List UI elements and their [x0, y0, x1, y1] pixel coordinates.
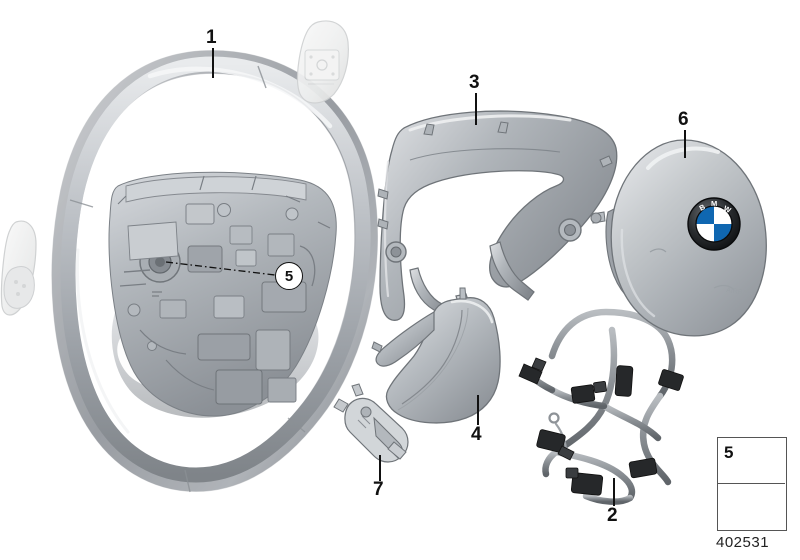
wiring-harness-connectors: [518, 357, 684, 496]
ghost-paddle-shifter-right: [297, 20, 349, 104]
callout-1: 1: [206, 27, 217, 48]
callout-3-leader: [475, 93, 477, 125]
svg-text:M: M: [711, 199, 717, 208]
svg-text:B: B: [698, 202, 708, 213]
callout-6-leader: [684, 130, 686, 158]
steering-wheel-armature: [108, 171, 337, 417]
callout-7-leader: [379, 455, 381, 481]
part-wiring-harness: [524, 308, 676, 505]
callout-6: 6: [678, 109, 689, 130]
callout-4-leader: [477, 395, 479, 425]
diagram-id-label: 402531: [716, 534, 770, 551]
legend-divider: [717, 483, 785, 484]
legend-box: [717, 437, 787, 531]
part-connector-module: [333, 383, 409, 463]
legend-bolt-number: 5: [724, 443, 734, 462]
circled-callout-5: 5: [275, 262, 303, 290]
callout-3: 3: [469, 72, 480, 93]
callout-2: 2: [607, 505, 618, 526]
callout-7: 7: [373, 479, 384, 500]
part-airbag-module: AIRBAG B M W: [590, 139, 767, 337]
part-steering-wheel: [51, 50, 378, 493]
ghost-paddle-shifter-left: [0, 220, 37, 316]
callout-1-leader: [212, 48, 214, 78]
callout-4: 4: [471, 424, 482, 445]
bmw-roundel-emblem: B M W: [687, 197, 741, 251]
part-lower-trim-cover: [371, 287, 501, 424]
callout-2-leader: [613, 478, 615, 506]
svg-text:AIRBAG: AIRBAG: [726, 287, 753, 298]
svg-text:W: W: [722, 204, 733, 216]
